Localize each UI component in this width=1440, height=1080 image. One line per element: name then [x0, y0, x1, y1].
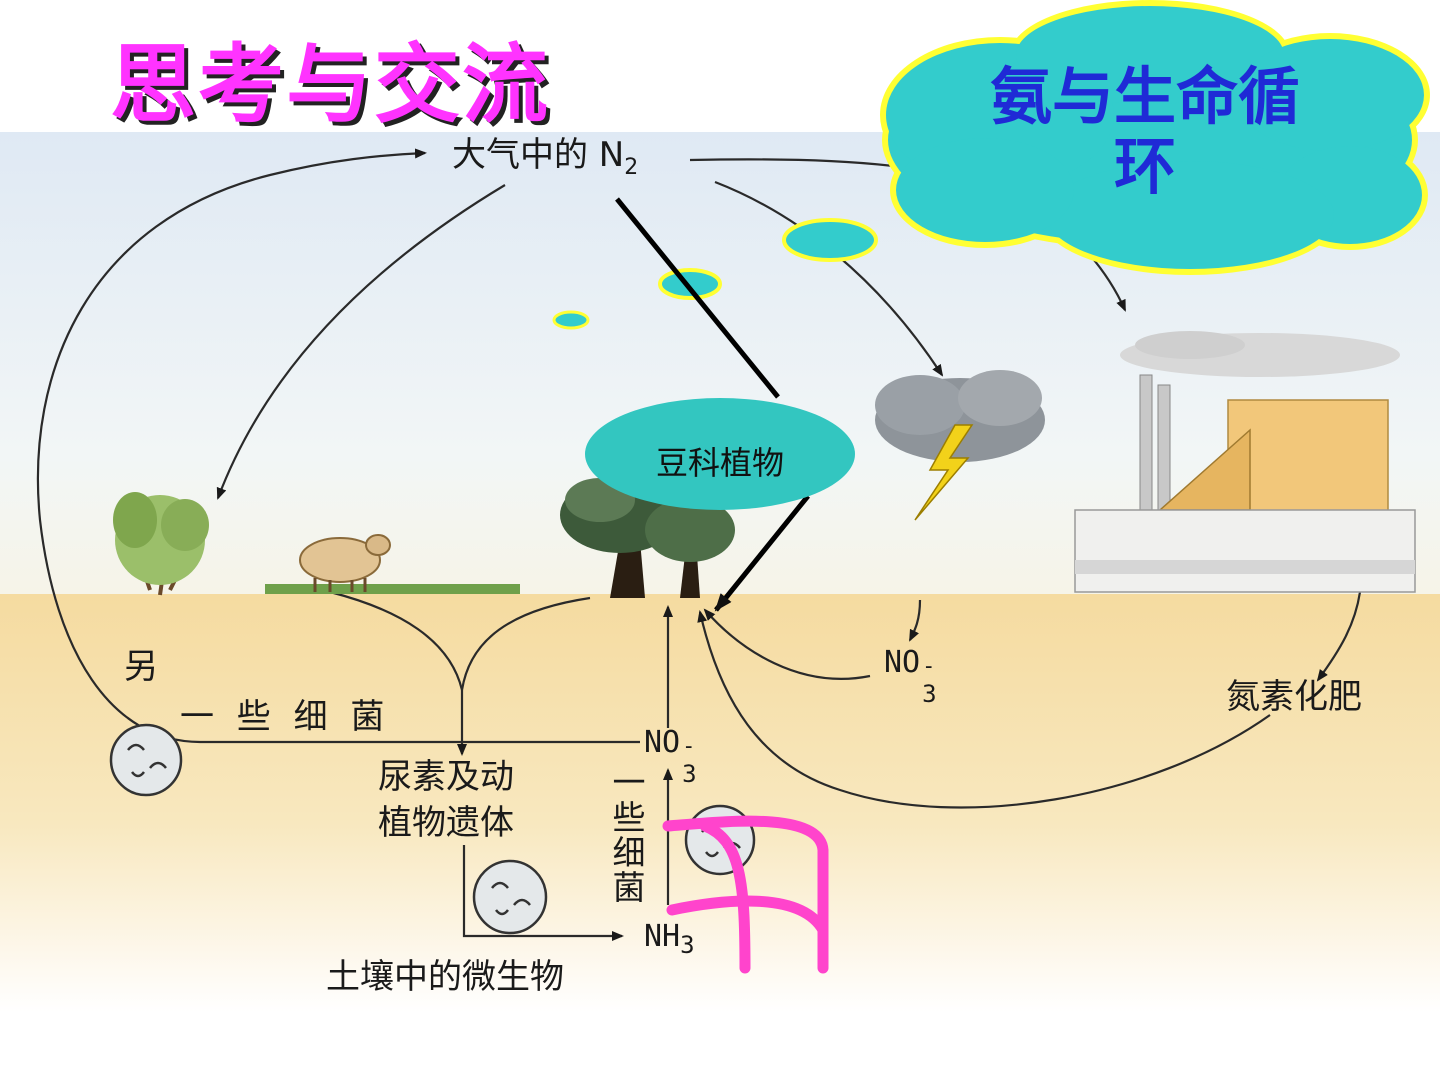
arrow-n2-to-shrub — [218, 185, 505, 498]
label-other-bacteria-1: 另 — [124, 650, 158, 684]
bacteria-icon — [111, 725, 181, 795]
line-tree-down — [462, 598, 590, 690]
label-no3-right: NO-3 — [884, 648, 938, 678]
bubble-pointer-arrow — [716, 496, 808, 610]
arrow-fertilizer-to-tree — [700, 612, 1270, 808]
label-atmosphere-n2-sub: 2 — [624, 155, 638, 180]
cloud-tail-dot-2 — [660, 270, 720, 298]
factory-icon — [1075, 331, 1415, 592]
arrow-bacteria-to-n2 — [38, 153, 425, 742]
label-other-bacteria-2: 一 些 细 菌 — [180, 700, 384, 734]
bubble-pointer-top — [617, 199, 778, 397]
cloud-label: 氨与生命循环 — [960, 62, 1330, 202]
cloud-tail-dot-1 — [784, 220, 876, 260]
legume-bubble-label: 豆科植物 — [585, 438, 855, 484]
label-nitrogen-fertilizer: 氮素化肥 — [1226, 680, 1362, 714]
arrow-no3-to-tree — [705, 610, 870, 679]
label-nh3-sub: 3 — [680, 931, 694, 959]
label-no3-mid-sub: 3 — [682, 762, 696, 786]
label-some-bacteria-vertical: 一些细菌 — [611, 765, 647, 905]
label-nh3: NH3 — [644, 922, 695, 957]
label-urea-remains-2: 植物遗体 — [378, 806, 514, 840]
label-no3-mid-text: NO — [644, 725, 680, 760]
arrow-lightning-to-no3 — [910, 600, 920, 640]
label-no3-right-sub: 3 — [922, 682, 936, 706]
label-no3-mid: NO-3 — [644, 728, 698, 758]
label-soil-microbes: 土壤中的微生物 — [326, 960, 564, 994]
bacteria-icon — [474, 861, 546, 933]
label-nh3-text: NH — [644, 919, 680, 954]
label-urea-remains-1: 尿素及动 — [378, 760, 514, 794]
arrow-factory-to-fertilizer — [1318, 592, 1360, 680]
label-atmosphere-n2-text: 大气中的 N — [452, 135, 624, 175]
line-sheep-down — [330, 592, 462, 690]
label-no3-right-sup: - — [922, 656, 935, 678]
cloud-tail-dot-3 — [554, 312, 588, 328]
storm-cloud-icon — [875, 370, 1045, 462]
label-atmosphere-n2: 大气中的 N2 — [452, 138, 638, 179]
label-no3-right-text: NO — [884, 645, 920, 680]
page-title: 思考与交流 — [110, 14, 550, 139]
shrub-icon — [113, 492, 209, 595]
sheep-icon — [265, 535, 520, 594]
label-no3-mid-sup: - — [682, 736, 695, 758]
